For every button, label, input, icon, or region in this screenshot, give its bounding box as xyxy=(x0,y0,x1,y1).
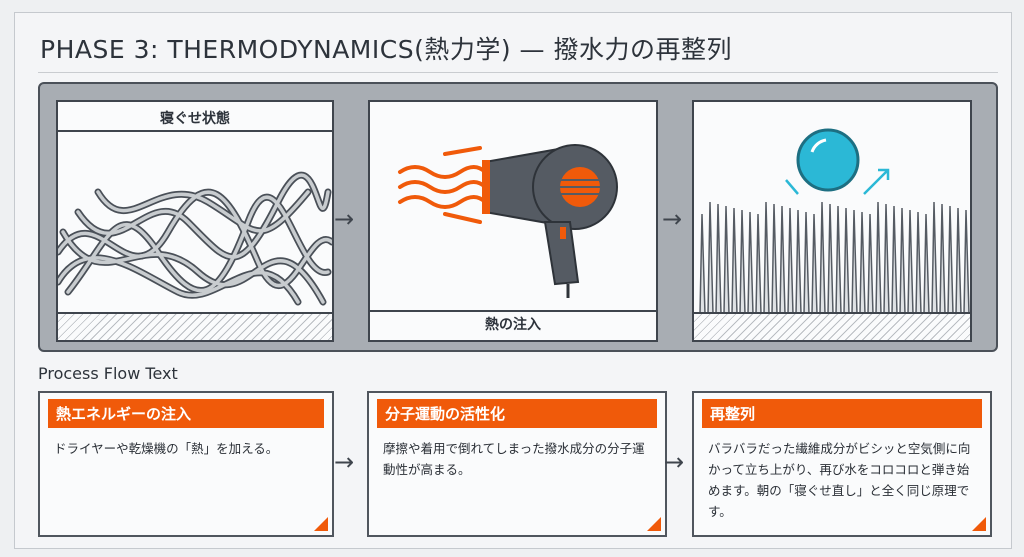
water-droplet xyxy=(796,128,860,192)
fiber xyxy=(843,207,850,314)
fiber xyxy=(739,209,746,314)
panel-label-tangled: 寝ぐせ状態 xyxy=(160,111,230,127)
arrow-right-icon: → xyxy=(334,205,355,233)
section-label: Process Flow Text xyxy=(38,364,178,383)
fiber xyxy=(803,211,810,314)
step-text: 摩擦や着用で倒れてしまった撥水成分の分子運動性が高まる。 xyxy=(383,441,645,477)
fiber xyxy=(763,201,770,314)
step-text: バラバラだった繊維成分がビシッと空気側に向かって立ち上がり、再び水をコロコロと弾… xyxy=(708,441,971,519)
fiber xyxy=(851,209,858,314)
arrow-right-icon: → xyxy=(662,205,683,233)
step-card-2: 分子運動の活性化 摩擦や着用で倒れてしまった撥水成分の分子運動性が高まる。 xyxy=(367,391,667,537)
fiber xyxy=(707,201,714,314)
fiber xyxy=(723,205,730,314)
fiber xyxy=(915,211,922,314)
step-heading: 分子運動の活性化 xyxy=(377,399,657,428)
corner-accent xyxy=(647,517,661,531)
fiber xyxy=(835,205,842,314)
fiber xyxy=(875,201,882,314)
fiber xyxy=(827,203,834,314)
arrow-right-icon: → xyxy=(334,448,355,476)
fiber xyxy=(859,211,866,314)
fiber xyxy=(747,211,754,314)
panel-label-heat: 熱の注入 xyxy=(485,317,541,333)
fiber xyxy=(963,209,970,314)
step-card-1: 熱エネルギーの注入 ドライヤーや乾燥機の「熱」を加える。 xyxy=(38,391,334,537)
fiber xyxy=(731,207,738,314)
fiber xyxy=(811,213,818,314)
fiber xyxy=(891,205,898,314)
step-text: ドライヤーや乾燥機の「熱」を加える。 xyxy=(54,441,279,456)
fiber xyxy=(779,205,786,314)
hair-dryer-illustration xyxy=(398,144,618,298)
fiber xyxy=(787,207,794,314)
panel-heat-injection: 熱の注入 xyxy=(368,100,658,342)
fiber xyxy=(899,207,906,314)
tangled-fibers-illustration xyxy=(58,171,332,306)
fiber xyxy=(819,201,826,314)
fiber xyxy=(939,203,946,314)
panel-tangled-fibers: 寝ぐせ状態 xyxy=(56,100,334,342)
fiber xyxy=(771,203,778,314)
fiber xyxy=(715,203,722,314)
corner-accent xyxy=(972,517,986,531)
fiber xyxy=(699,213,706,314)
fiber xyxy=(947,205,954,314)
arrow-right-icon: → xyxy=(664,448,685,476)
fiber xyxy=(883,203,890,314)
step-heading: 熱エネルギーの注入 xyxy=(48,399,324,428)
fiber xyxy=(923,213,930,314)
fiber xyxy=(867,213,874,314)
aligned-fibers-illustration xyxy=(699,128,970,314)
fiber xyxy=(955,207,962,314)
corner-accent xyxy=(314,517,328,531)
page-title: PHASE 3: THERMODYNAMICS(熱力学) — 撥水力の再整列 xyxy=(40,35,732,64)
divider xyxy=(38,72,998,73)
panel-realigned-fibers xyxy=(692,100,972,342)
substrate xyxy=(694,312,970,340)
fiber xyxy=(755,213,762,314)
fiber xyxy=(931,201,938,314)
fiber xyxy=(907,209,914,314)
step-card-3: 再整列 バラバラだった繊維成分がビシッと空気側に向かって立ち上がり、再び水をコロ… xyxy=(692,391,992,537)
substrate xyxy=(58,312,332,340)
step-heading: 再整列 xyxy=(702,399,982,428)
fiber xyxy=(795,209,802,314)
